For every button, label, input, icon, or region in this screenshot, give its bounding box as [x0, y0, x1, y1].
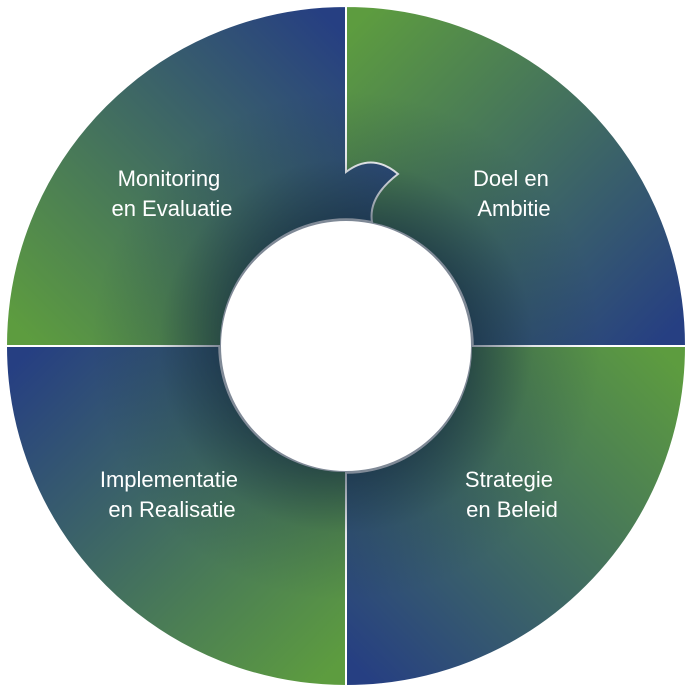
label-line: en Evaluatie: [111, 196, 232, 221]
label-line: Doel en: [473, 166, 549, 191]
label-line: en Realisatie: [108, 497, 235, 522]
center-hole: [221, 221, 471, 471]
label-strategie-en-beleid: Strategie en Beleid: [465, 467, 559, 522]
label-doel-en-ambitie: Doel en Ambitie: [473, 166, 555, 221]
label-implementatie-en-realisatie: Implementatie en Realisatie: [100, 467, 244, 522]
label-monitoring-en-evaluatie: Monitoring en Evaluatie: [111, 166, 232, 221]
label-line: Monitoring: [118, 166, 221, 191]
label-line: Strategie: [465, 467, 553, 492]
label-line: Ambitie: [477, 196, 550, 221]
label-line: en Beleid: [466, 497, 558, 522]
label-line: Implementatie: [100, 467, 238, 492]
